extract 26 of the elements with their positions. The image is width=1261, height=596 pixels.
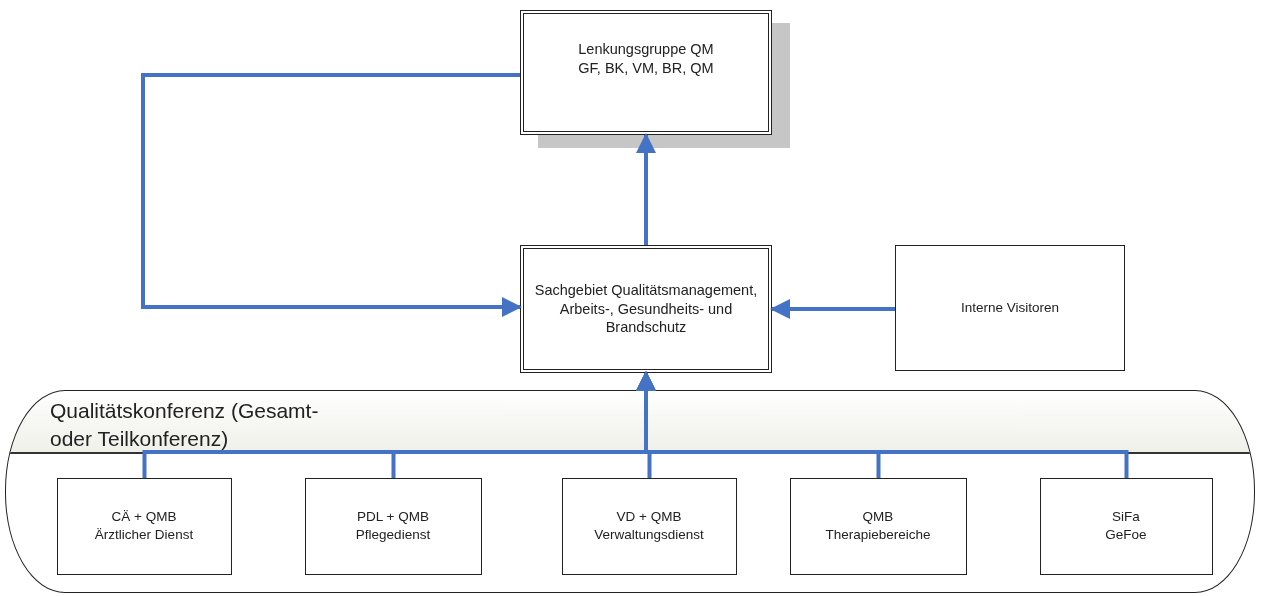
process-box [304,477,482,575]
box-text: Lenkungsgruppe QM [578,40,714,59]
box-text: GF, BK, VM, BR, QM [578,58,714,78]
band-title: Qualitätskonferenz (Gesamt- oder Teilkonferenz) [50,398,320,452]
arrow [770,299,895,319]
box-text: Therapiebereiche [825,526,931,544]
box-text: Verwaltungsdienst [594,526,704,544]
process-box [1039,477,1213,575]
box-text: VD + QMB [616,508,682,526]
box-text: Pflegedienst [355,526,431,544]
box-text: Ärztlicher Dienst [94,526,194,544]
arrow [636,133,656,245]
box-text: QMB [862,508,894,526]
process-box [895,245,1125,371]
process-box [789,477,967,575]
process-box [56,477,232,575]
box-text: SiFa [1112,508,1140,526]
process-box [520,245,772,373]
arrow [636,371,1129,478]
box-text: PDL + QMB [357,508,429,526]
box-text: Sachgebiet Qualitätsmanagement, Arbeits-, Gesundheits- und Brandschutz [533,280,759,338]
arrow [141,73,522,317]
process-box [561,477,737,575]
box-text: Interne Visitoren [960,299,1060,317]
box-text: GeFoe [1105,526,1147,544]
box-text: CÄ + QMB [111,508,177,526]
